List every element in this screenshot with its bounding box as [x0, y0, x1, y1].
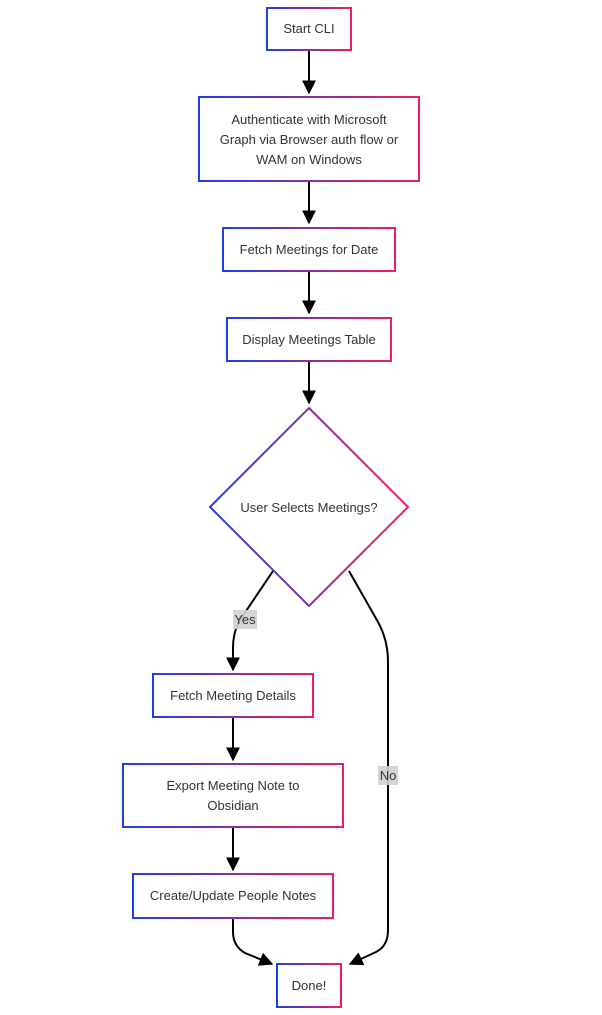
node-auth-label-line2: Graph via Browser auth flow or — [220, 132, 399, 147]
node-display-table-label: Display Meetings Table — [242, 332, 375, 347]
edge-label-no: No — [378, 766, 398, 785]
node-people-notes: Create/Update People Notes — [132, 873, 334, 919]
node-export-label-line1: Export Meeting Note to — [167, 778, 300, 793]
node-display-table: Display Meetings Table — [226, 317, 392, 362]
node-decision-label: User Selects Meetings? — [240, 500, 377, 515]
node-done-label: Done! — [292, 978, 327, 993]
edge-label-yes: Yes — [233, 610, 257, 629]
node-export-label-line2: Obsidian — [207, 798, 258, 813]
node-auth: Authenticate with Microsoft Graph via Br… — [198, 96, 420, 182]
node-fetch-details-label: Fetch Meeting Details — [170, 688, 296, 703]
node-fetch-meetings: Fetch Meetings for Date — [222, 227, 396, 272]
node-auth-label-line3: WAM on Windows — [256, 152, 362, 167]
node-fetch-meetings-label: Fetch Meetings for Date — [240, 242, 379, 257]
node-done: Done! — [276, 963, 342, 1008]
node-start: Start CLI — [266, 7, 352, 51]
edge-decision-no — [348, 570, 389, 966]
node-fetch-details: Fetch Meeting Details — [152, 673, 314, 718]
edge-label-yes-text: Yes — [234, 612, 256, 627]
node-export: Export Meeting Note to Obsidian — [122, 763, 344, 828]
edge-label-no-text: No — [380, 768, 397, 783]
node-auth-label-line1: Authenticate with Microsoft — [231, 112, 387, 127]
node-start-label: Start CLI — [283, 21, 334, 36]
edge-people-done — [232, 918, 274, 966]
node-people-notes-label: Create/Update People Notes — [150, 888, 317, 903]
node-decision: User Selects Meetings? — [208, 406, 410, 608]
